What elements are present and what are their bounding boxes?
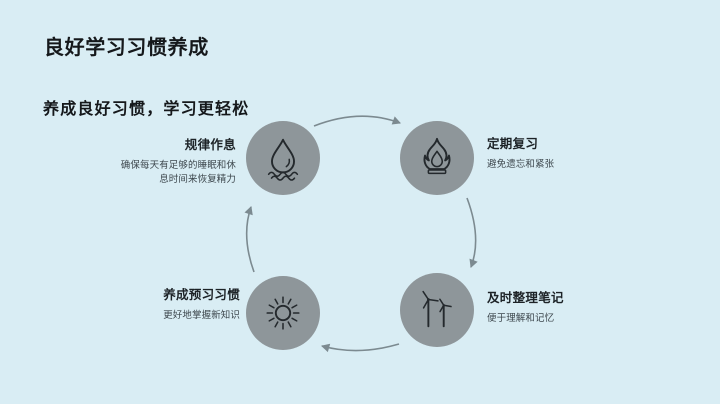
sun-icon <box>266 296 300 330</box>
node-title: 养成预习习惯 <box>163 288 240 302</box>
cycle-arrow-bottom <box>320 343 400 353</box>
cycle-arrow-right <box>466 197 478 268</box>
node-title: 及时整理笔记 <box>487 291 564 305</box>
node-circle <box>246 276 320 350</box>
node-title: 定期复习 <box>487 137 539 151</box>
node-desc: 更好地掌握新知识 <box>163 310 240 321</box>
node-circle <box>400 121 474 195</box>
cycle-arrow-left <box>244 206 255 273</box>
node-circle <box>246 121 320 195</box>
water-drop-icon <box>267 138 299 181</box>
page-subtitle: 养成良好习惯，学习更轻松 <box>43 101 250 118</box>
node-desc: 确保每天有足够的睡眠和休息时间来恢复精力 <box>120 160 236 185</box>
page-title: 良好学习习惯养成 <box>44 37 209 59</box>
wind-turbine-icon <box>422 290 452 328</box>
cycle-arrow-top <box>313 115 401 127</box>
node-desc: 便于理解和记忆 <box>487 313 555 324</box>
node-title: 规律作息 <box>184 138 236 152</box>
node-circle <box>400 273 474 347</box>
flame-icon <box>423 137 451 175</box>
node-desc: 避免遗忘和紧张 <box>487 159 555 170</box>
